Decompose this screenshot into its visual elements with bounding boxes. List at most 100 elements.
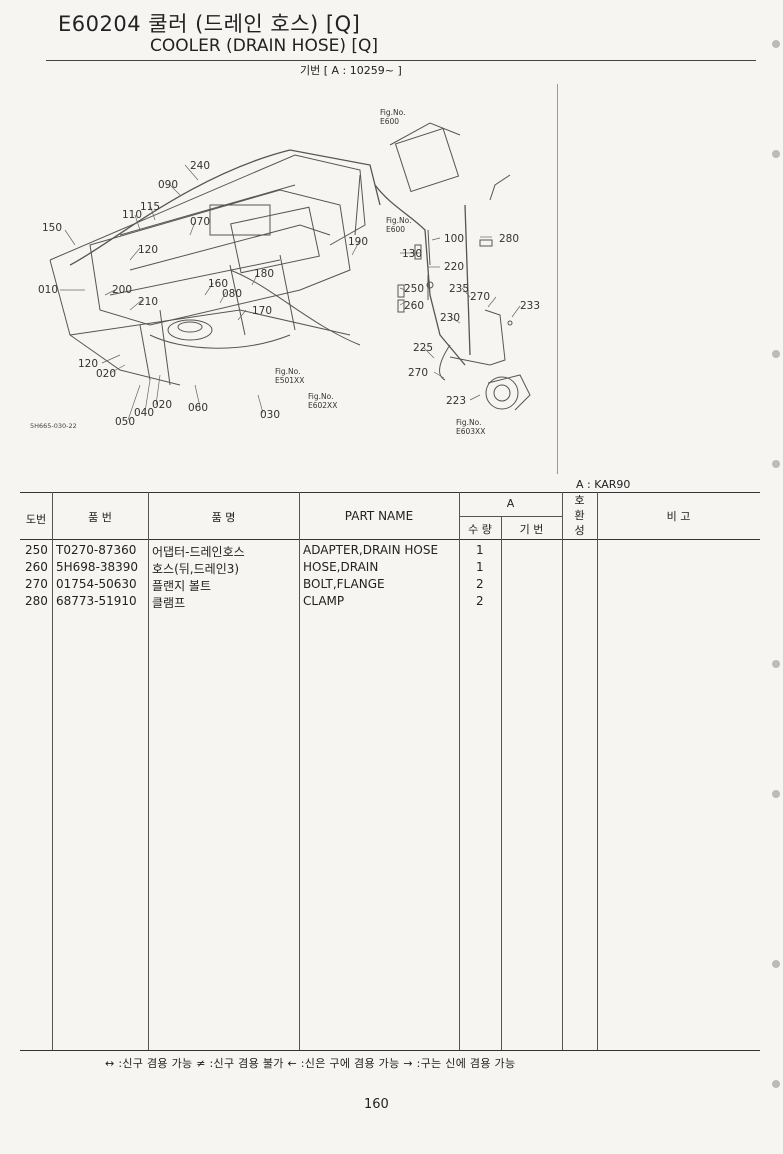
cell-qty: 2: [476, 594, 484, 608]
cell-name-en: HOSE,DRAIN: [303, 560, 379, 574]
callout-090: 090: [158, 179, 178, 191]
callout-170: 170: [252, 305, 272, 317]
callout-150: 150: [42, 222, 62, 234]
cell-name-en: ADAPTER,DRAIN HOSE: [303, 543, 439, 557]
col-divider: [148, 492, 149, 1050]
table-row: 250 T0270-87360 어댑터-드레인호스 ADAPTER,DRAIN …: [0, 543, 783, 561]
page-subtitle: COOLER (DRAIN HOSE) [Q]: [150, 36, 379, 56]
applicability-note: A : KAR90: [576, 478, 631, 491]
cell-ref: 280: [25, 594, 48, 608]
table-row: 260 5H698-38390 호스(뒤,드레인3) HOSE,DRAIN 1: [0, 560, 783, 578]
callout-080: 080: [222, 288, 242, 300]
header-divider: [46, 60, 756, 61]
callout-100: 100: [444, 233, 464, 245]
callout-280: 280: [499, 233, 519, 245]
cell-name-en: CLAMP: [303, 594, 345, 608]
callout-233: 233: [520, 300, 540, 312]
fig-ref-e600-top: Fig.No.E600: [380, 108, 405, 126]
callout-050: 050: [115, 416, 135, 428]
header-qty: 수 량: [468, 523, 492, 536]
cell-part-no: 01754-50630: [56, 577, 137, 591]
interchange-legend: ↔ :신구 겸용 가능 ≠ :신구 겸용 불가 ← :신은 구에 겸용 가능 →…: [105, 1057, 516, 1070]
diagram-divider: [557, 84, 558, 474]
binder-hole: [772, 660, 780, 668]
col-divider: [597, 492, 598, 1050]
binder-hole: [772, 460, 780, 468]
cell-qty: 2: [476, 577, 484, 591]
cell-name-kr: 호스(뒤,드레인3): [152, 562, 240, 576]
fig-ref-e600: Fig.No.E600: [386, 216, 411, 234]
cell-qty: 1: [476, 560, 484, 574]
binder-hole: [772, 1080, 780, 1088]
callout-040: 040: [134, 407, 154, 419]
table-group-rule: [459, 516, 562, 517]
cell-part-no: 5H698-38390: [56, 560, 139, 574]
header-serial-no: 기 번: [519, 523, 544, 536]
table-header-rule: [20, 539, 760, 540]
callout-200: 200: [112, 284, 132, 296]
callout-130: 130: [402, 248, 422, 260]
fig-ref-e501: Fig.No.E501XX: [275, 367, 304, 385]
callout-060: 060: [188, 402, 208, 414]
page-number: 160: [364, 1097, 389, 1112]
callout-160: 160: [208, 278, 228, 290]
fig-ref-e603: Fig.No.E603XX: [456, 418, 485, 436]
cell-ref: 270: [25, 577, 48, 591]
callout-270b: 270: [408, 367, 428, 379]
callout-120: 120: [138, 244, 158, 256]
cell-ref: 260: [25, 560, 48, 574]
binder-hole: [772, 790, 780, 798]
parts-diagram: 240 090 115 110 070 150 120 190 100 280 …: [30, 108, 540, 436]
col-divider: [562, 492, 563, 1050]
header-remarks: 비 고: [666, 510, 691, 523]
binder-hole: [772, 40, 780, 48]
cell-part-no: 68773-51910: [56, 594, 137, 608]
header-ref-no: 도번: [25, 513, 47, 526]
cell-part-no: T0270-87360: [56, 543, 137, 557]
page-title: E60204 쿨러 (드레인 호스) [Q]: [58, 12, 361, 36]
binder-hole: [772, 960, 780, 968]
callout-235: 235: [449, 283, 469, 295]
callout-180: 180: [254, 268, 274, 280]
callout-070: 070: [190, 216, 210, 228]
fig-ref-e602: Fig.No.E602XX: [308, 392, 337, 410]
cell-qty: 1: [476, 543, 484, 557]
cell-name-kr: 플랜지 볼트: [152, 579, 212, 593]
callout-010: 010: [38, 284, 58, 296]
callout-240: 240: [190, 160, 210, 172]
table-top-rule: [20, 492, 760, 493]
col-divider: [501, 516, 502, 1050]
header-interchange: 호 환 성: [574, 494, 585, 537]
table-bottom-rule: [20, 1050, 760, 1051]
binder-hole: [772, 350, 780, 358]
col-divider: [299, 492, 300, 1050]
callout-225: 225: [413, 342, 433, 354]
callout-260: 260: [404, 300, 424, 312]
callout-220: 220: [444, 261, 464, 273]
callout-190: 190: [348, 236, 368, 248]
callout-270: 270: [470, 291, 490, 303]
serial-range: 기번 [ A : 10259~ ]: [300, 64, 402, 77]
binder-hole: [772, 150, 780, 158]
callout-020b: 020: [152, 399, 172, 411]
header-part-name-en: PART NAME: [344, 509, 414, 523]
cell-name-kr: 어댑터-드레인호스: [152, 545, 245, 559]
callout-030: 030: [260, 409, 280, 421]
callout-115: 115: [140, 201, 160, 213]
header-part-name-kr: 품 명: [211, 511, 236, 524]
cell-ref: 250: [25, 543, 48, 557]
callout-210: 210: [138, 296, 158, 308]
callout-120b: 120: [78, 358, 98, 370]
header-group-a: A: [506, 497, 515, 510]
diagram-code: 5H665-030-22: [30, 422, 77, 430]
col-divider: [459, 492, 460, 1050]
callout-110: 110: [122, 209, 142, 221]
callout-230: 230: [440, 312, 460, 324]
col-divider: [52, 492, 53, 1050]
table-row: 270 01754-50630 플랜지 볼트 BOLT,FLANGE 2: [0, 577, 783, 595]
cell-name-kr: 클램프: [152, 596, 186, 610]
cell-name-en: BOLT,FLANGE: [303, 577, 385, 591]
table-row: 280 68773-51910 클램프 CLAMP 2: [0, 594, 783, 612]
callout-250: 250: [404, 283, 424, 295]
header-part-no: 품 번: [88, 511, 112, 524]
